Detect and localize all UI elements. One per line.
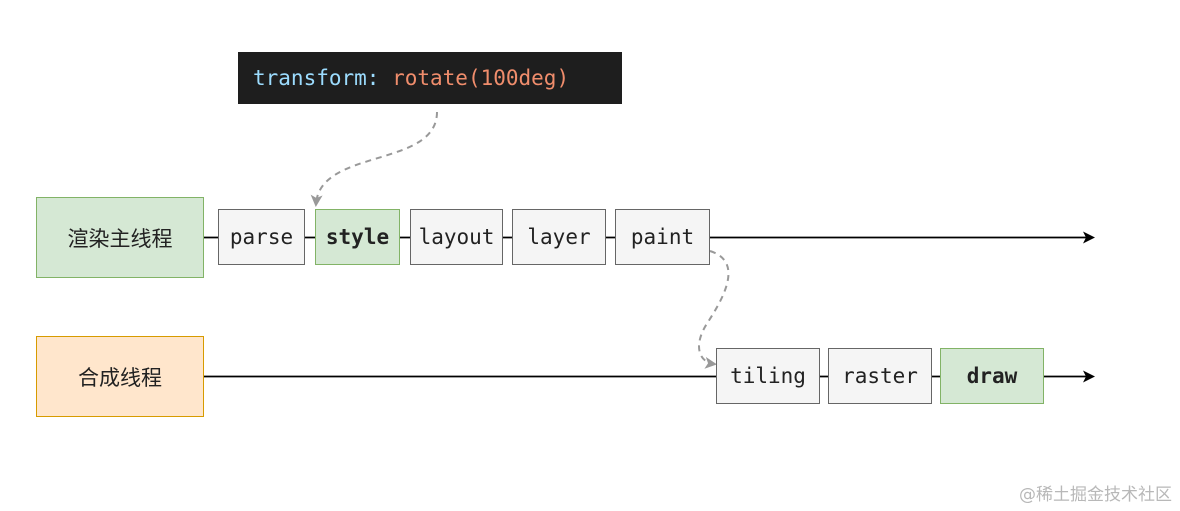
compositor-thread-label: 合成线程: [36, 336, 204, 417]
code-value: rotate(100deg): [392, 66, 570, 90]
code-property: transform:: [253, 66, 380, 90]
step-draw: draw: [940, 348, 1044, 404]
step-raster: raster: [828, 348, 932, 404]
main-thread-label: 渲染主线程: [36, 197, 204, 278]
step-layout: layout: [410, 209, 503, 265]
watermark: @稀土掘金技术社区: [1019, 485, 1172, 505]
step-paint: paint: [615, 209, 710, 265]
code-to-style-connector: [310, 111, 438, 207]
paint-to-tiling-connector: [698, 250, 730, 369]
step-parse: parse: [218, 209, 305, 265]
step-layer: layer: [512, 209, 606, 265]
step-tiling: tiling: [716, 348, 820, 404]
step-style: style: [315, 209, 400, 265]
css-code-snippet: transform: rotate(100deg): [238, 52, 622, 104]
